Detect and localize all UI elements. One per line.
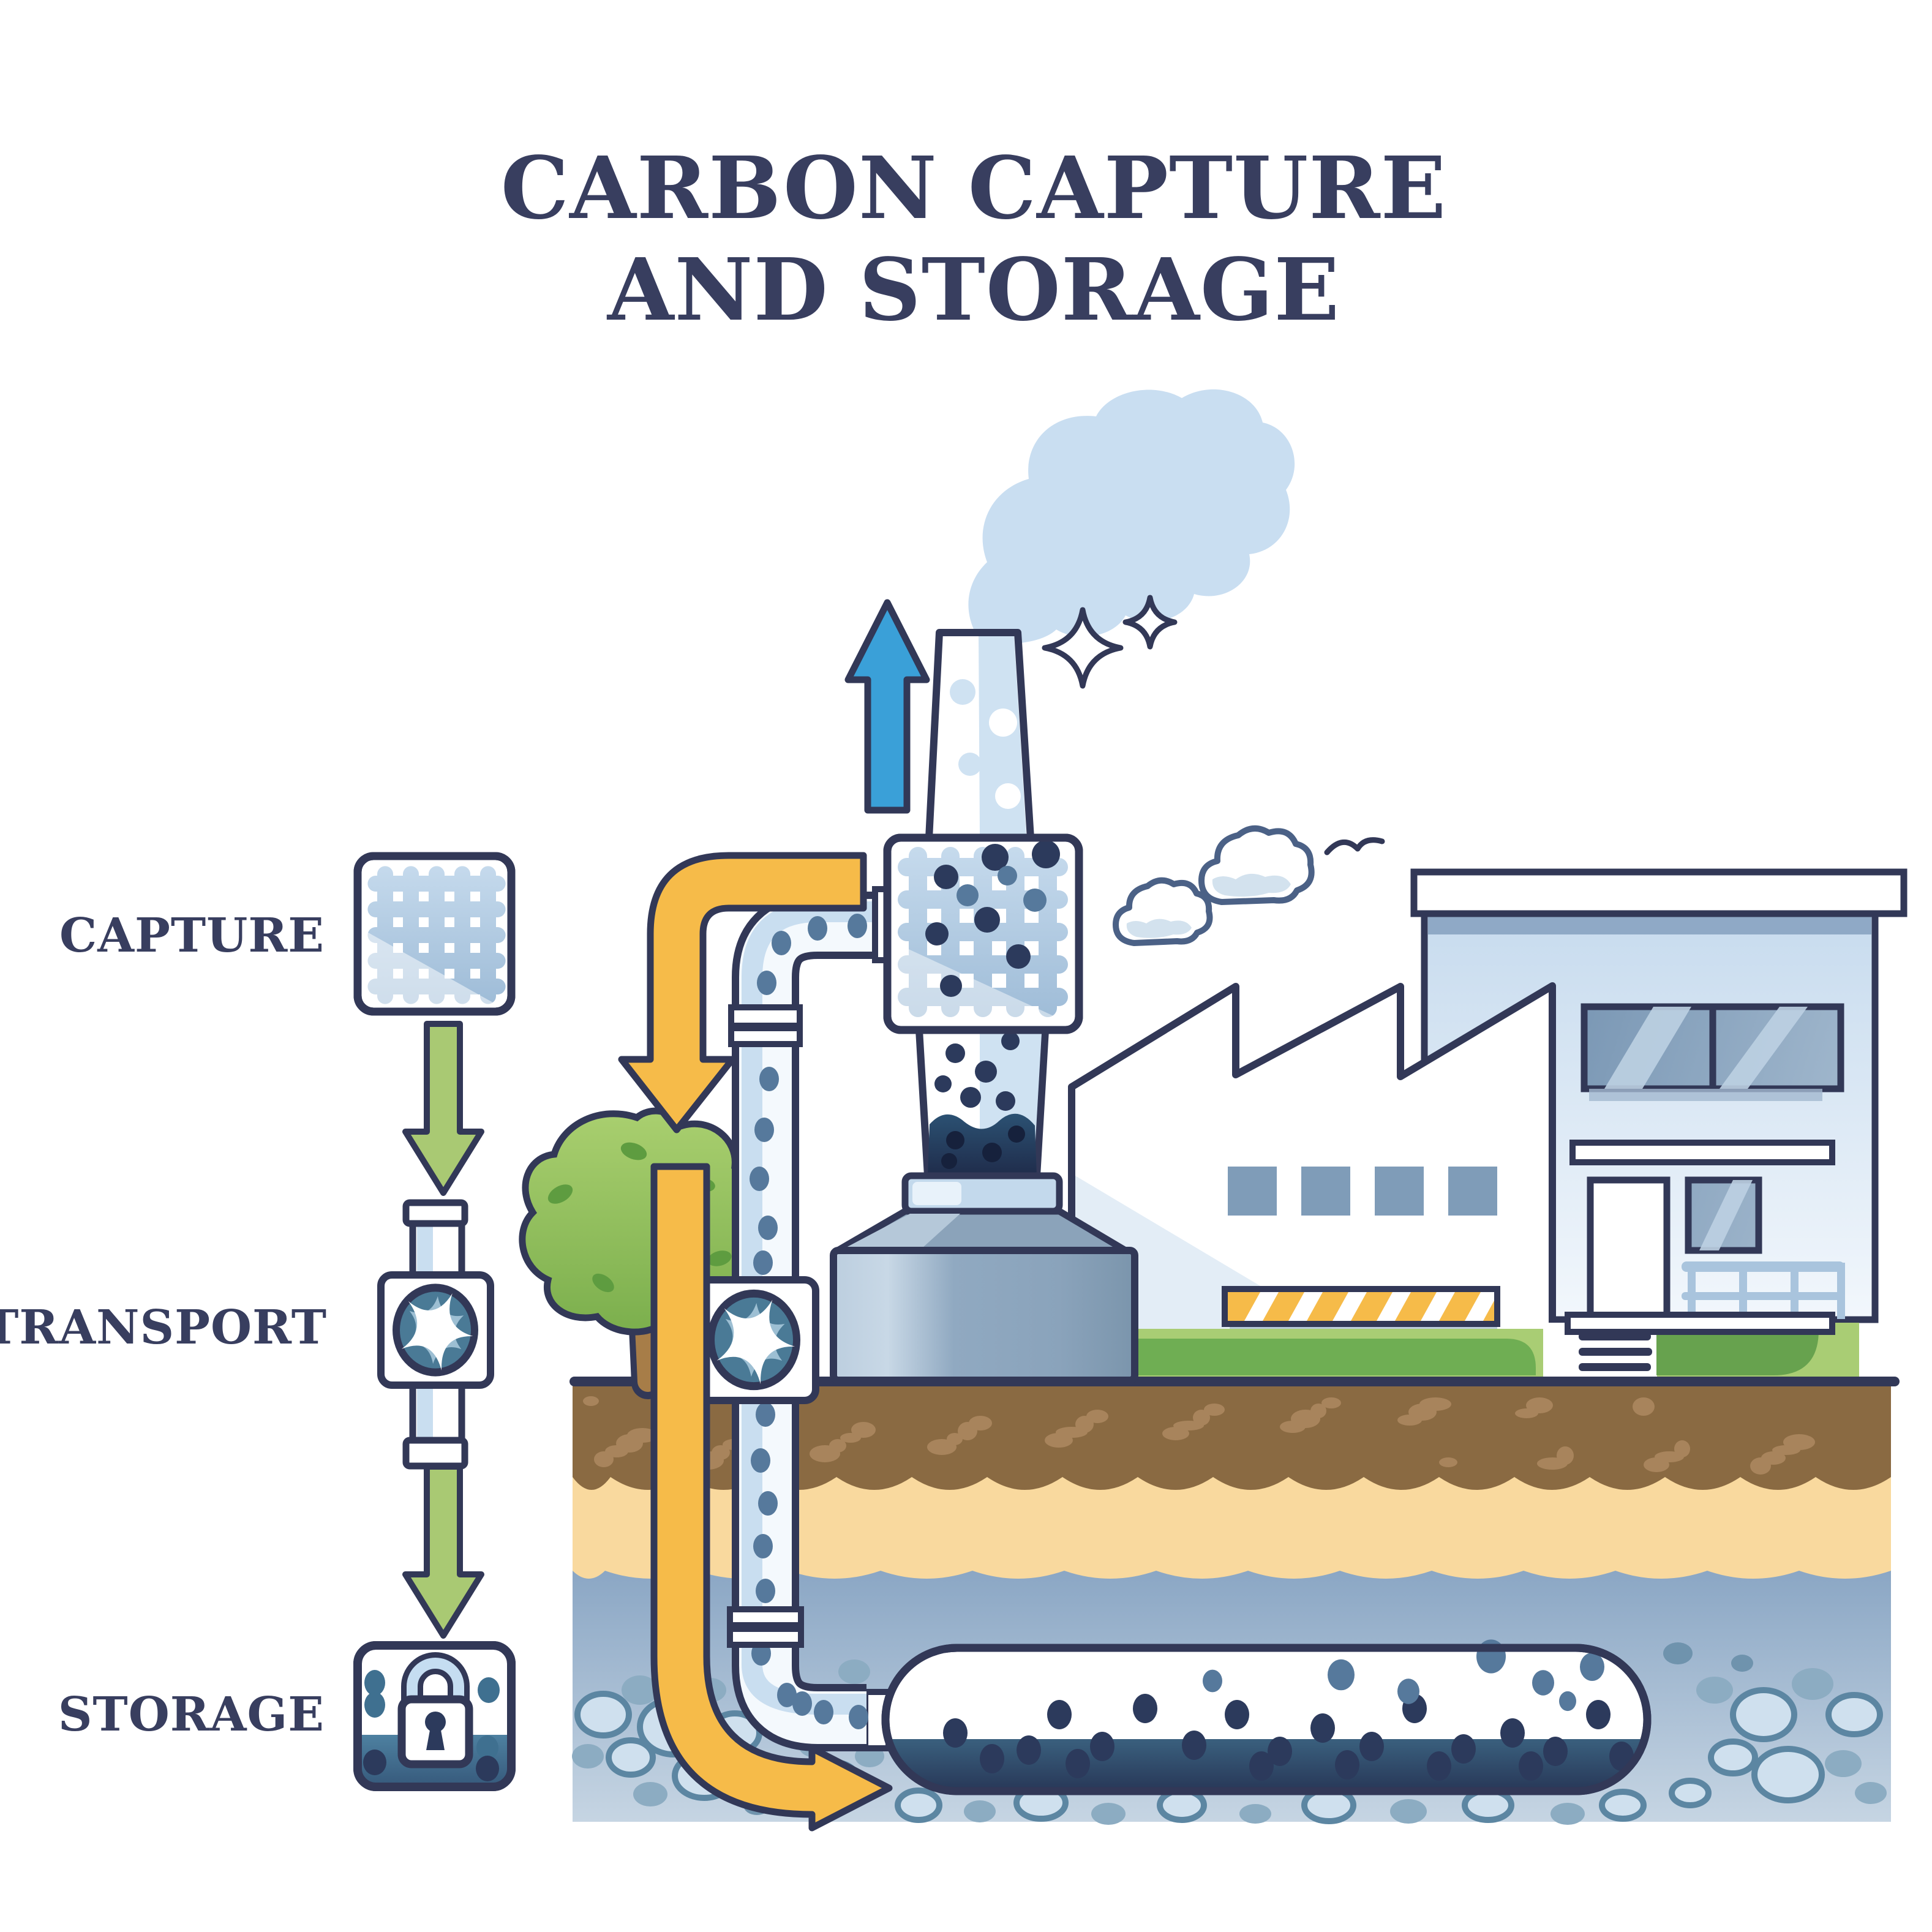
storage-label: STORAGE bbox=[58, 1687, 325, 1742]
padlock-reservoir-icon bbox=[353, 1641, 516, 1791]
clean-flue-chimney bbox=[925, 629, 1034, 842]
capture-step: CAPTURE bbox=[59, 852, 516, 1196]
transport-step: TRANSPORT bbox=[0, 1199, 494, 1639]
co2-particles-in-pipe bbox=[750, 914, 868, 1729]
grass-strip bbox=[1105, 1329, 1543, 1379]
soil-texture-dots bbox=[583, 1396, 1815, 1475]
co2-storage-tank bbox=[862, 1639, 1652, 1795]
bird-icon bbox=[1324, 837, 1385, 855]
stack-pedestal bbox=[830, 1247, 1138, 1384]
balcony-railing bbox=[1682, 1261, 1845, 1319]
cloud-icon bbox=[1198, 825, 1315, 905]
cloud-icon bbox=[1113, 877, 1213, 946]
window-glare bbox=[1699, 1180, 1753, 1250]
co2-particles-in-filter bbox=[925, 840, 1060, 997]
injection-co2-arrow bbox=[650, 1163, 893, 1832]
pipe-fan-pump-icon bbox=[377, 1199, 494, 1470]
window-sill-shadow bbox=[1589, 1089, 1822, 1101]
storage-step: STORAGE bbox=[58, 1641, 516, 1791]
hazard-stripe-bar bbox=[1222, 1286, 1500, 1327]
soil-layer bbox=[573, 1386, 1891, 1490]
stack-body bbox=[915, 1026, 1050, 1179]
office-band bbox=[1569, 1140, 1835, 1165]
vent-dashes bbox=[1579, 1332, 1652, 1371]
stack-base bbox=[830, 1172, 1138, 1384]
smoke-plume bbox=[968, 389, 1295, 644]
fan-icon bbox=[393, 1284, 478, 1377]
capture-to-transport-arrow bbox=[402, 1021, 484, 1196]
captured-co2-down-arrow bbox=[618, 852, 867, 1133]
hedge bbox=[1543, 1312, 1859, 1379]
pipe-collars bbox=[727, 886, 896, 1648]
office-roof-slab bbox=[1410, 868, 1908, 917]
capture-label: CAPTURE bbox=[59, 908, 325, 963]
clean-air-up-arrow bbox=[844, 599, 930, 814]
pump-valve bbox=[688, 1276, 819, 1404]
sparkles bbox=[1042, 595, 1178, 689]
page-title-line2: AND STORAGE bbox=[606, 240, 1340, 340]
factory-windows bbox=[1228, 1167, 1497, 1216]
filter-mesh-icon bbox=[353, 852, 516, 1016]
page-title-line1: CARBON CAPTURE bbox=[501, 138, 1447, 239]
fan-icon bbox=[707, 1289, 800, 1391]
co2-particles-falling bbox=[934, 1032, 1025, 1169]
factory-building bbox=[1068, 982, 1556, 1381]
window-glare bbox=[1604, 1007, 1808, 1089]
transport-to-storage-arrow bbox=[402, 1464, 484, 1639]
office-plinth bbox=[1565, 1312, 1835, 1335]
transport-label: TRANSPORT bbox=[0, 1300, 327, 1355]
keyhole bbox=[425, 1712, 446, 1750]
office-door bbox=[1587, 1176, 1671, 1323]
office-roof-shadow-band bbox=[1428, 916, 1871, 934]
chimney-filter-mesh bbox=[883, 833, 1083, 1034]
